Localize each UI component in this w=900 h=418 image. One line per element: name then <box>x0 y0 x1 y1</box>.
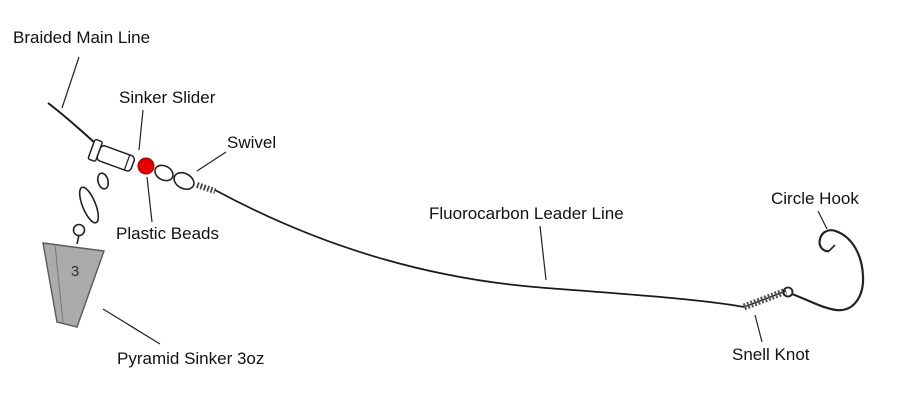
swivel-pointer <box>196 151 227 172</box>
label-snell-knot: Snell Knot <box>732 345 810 364</box>
label-pyramid-sinker: Pyramid Sinker 3oz <box>117 349 265 368</box>
main-line-pointer <box>61 56 80 109</box>
label-plastic-beads: Plastic Beads <box>116 224 219 243</box>
swivel <box>154 164 195 191</box>
pyramid-sinker-edge <box>54 244 64 324</box>
circle-hook-pointer <box>817 210 828 230</box>
leader-line-pointer <box>539 225 547 281</box>
label-sinker-slider: Sinker Slider <box>119 88 216 107</box>
hook-eye <box>782 286 794 298</box>
swivel-barrel-2 <box>173 171 195 191</box>
swivel-coil <box>196 182 216 194</box>
snell-knot-pointer <box>754 314 763 343</box>
sinker-slider-end-line <box>123 154 131 171</box>
clip-ring <box>96 172 110 190</box>
label-fluorocarbon-leader-line: Fluorocarbon Leader Line <box>429 204 624 223</box>
sinker-slider <box>87 138 136 172</box>
callout-lines <box>61 56 828 345</box>
fluorocarbon-leader-line <box>214 189 745 308</box>
clip-loop <box>78 186 100 224</box>
hook-bend <box>791 229 865 312</box>
slider-snap-clip <box>72 172 110 245</box>
sinker-weight-number: 3 <box>71 263 79 280</box>
label-swivel: Swivel <box>227 133 277 152</box>
sinker-eye-wire <box>76 234 80 245</box>
pyramid-sinker-pointer <box>102 308 161 345</box>
sinker-slider-pointer <box>138 109 144 151</box>
pyramid-sinker: 3 <box>42 242 105 328</box>
plastic-beads-pointer <box>146 176 153 223</box>
label-circle-hook: Circle Hook <box>771 189 859 208</box>
plastic-bead <box>137 157 155 175</box>
sinker-slider-tube <box>96 145 136 172</box>
pyramid-sinker-body <box>42 242 105 328</box>
snell-knot-wraps <box>742 287 788 311</box>
circle-hook <box>782 229 865 312</box>
label-braided-main-line: Braided Main Line <box>13 28 151 47</box>
swivel-barrel-1 <box>154 164 174 182</box>
hook-barb <box>828 244 836 252</box>
sinker-eye <box>72 223 86 237</box>
